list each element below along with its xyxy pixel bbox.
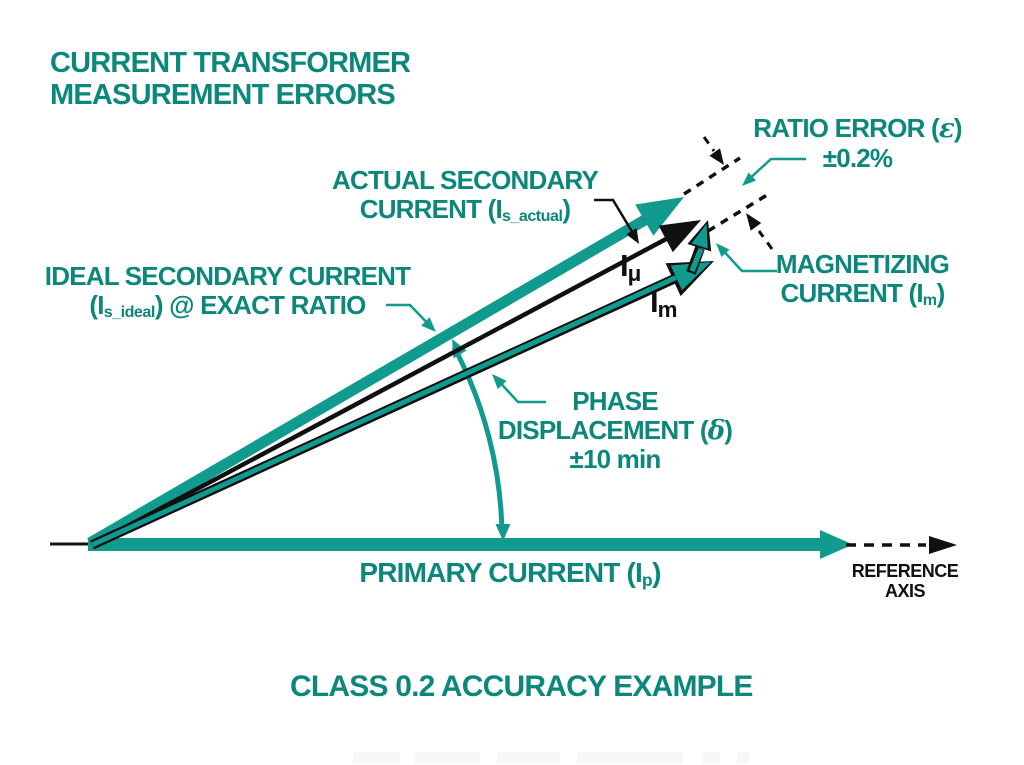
watermark-ghost	[703, 752, 720, 763]
ratio-error-leader	[742, 157, 806, 186]
watermark-ghost	[353, 752, 400, 763]
title-line-2: MEASUREMENT ERRORS	[50, 78, 396, 111]
actual-secondary-leader	[594, 198, 639, 244]
magnetizing-vector	[686, 220, 712, 275]
i-m-vector-label: Im	[650, 284, 677, 322]
phase-displacement-label: PHASE DISPLACEMENT (δ) ±10 min	[485, 387, 745, 474]
ideal-secondary-leader	[386, 303, 436, 332]
ideal-secondary-label: IDEAL SECONDARY CURRENT (Is_ideal) @ EXA…	[44, 261, 411, 322]
page-title: CURRENT TRANSFORMER MEASUREMENT ERRORS	[50, 47, 411, 112]
title-line-1: CURRENT TRANSFORMER	[50, 47, 411, 79]
watermark-ghost	[737, 752, 750, 763]
reference-axis-dashed-arrow	[846, 536, 957, 554]
ratio-error-label: RATIO ERROR (ε) ±0.2%	[740, 114, 975, 172]
primary-axis-vector	[50, 530, 853, 559]
magnetizing-leader	[716, 243, 777, 273]
watermark-ghost	[497, 752, 560, 763]
i-mu-vector-label: Iμ	[620, 248, 641, 286]
class-accuracy-note: CLASS 0.2 ACCURACY EXAMPLE	[290, 670, 753, 703]
ratio-error-gap-arrows	[702, 136, 774, 250]
im-vector	[90, 261, 714, 550]
phase-displacement-leader	[492, 374, 546, 404]
ideal-secondary-vector	[87, 197, 684, 548]
magnetizing-current-label: MAGNETIZING CURRENT (Im)	[775, 249, 950, 310]
ratio-error-dashed-lines	[683, 156, 773, 233]
watermark-ghost	[415, 752, 480, 763]
watermark-ghost	[577, 752, 683, 763]
ratio-error-value: ±0.2%	[822, 142, 893, 173]
phase-displacement-value: ±10 min	[569, 444, 661, 475]
actual-secondary-label: ACTUAL SECONDARY CURRENT (Is_actual)	[332, 165, 599, 226]
reference-axis-label: REFERENCE AXIS	[851, 561, 959, 602]
primary-current-label: PRIMARY CURRENT (Ip)	[359, 557, 661, 591]
actual-secondary-vector	[90, 220, 701, 547]
